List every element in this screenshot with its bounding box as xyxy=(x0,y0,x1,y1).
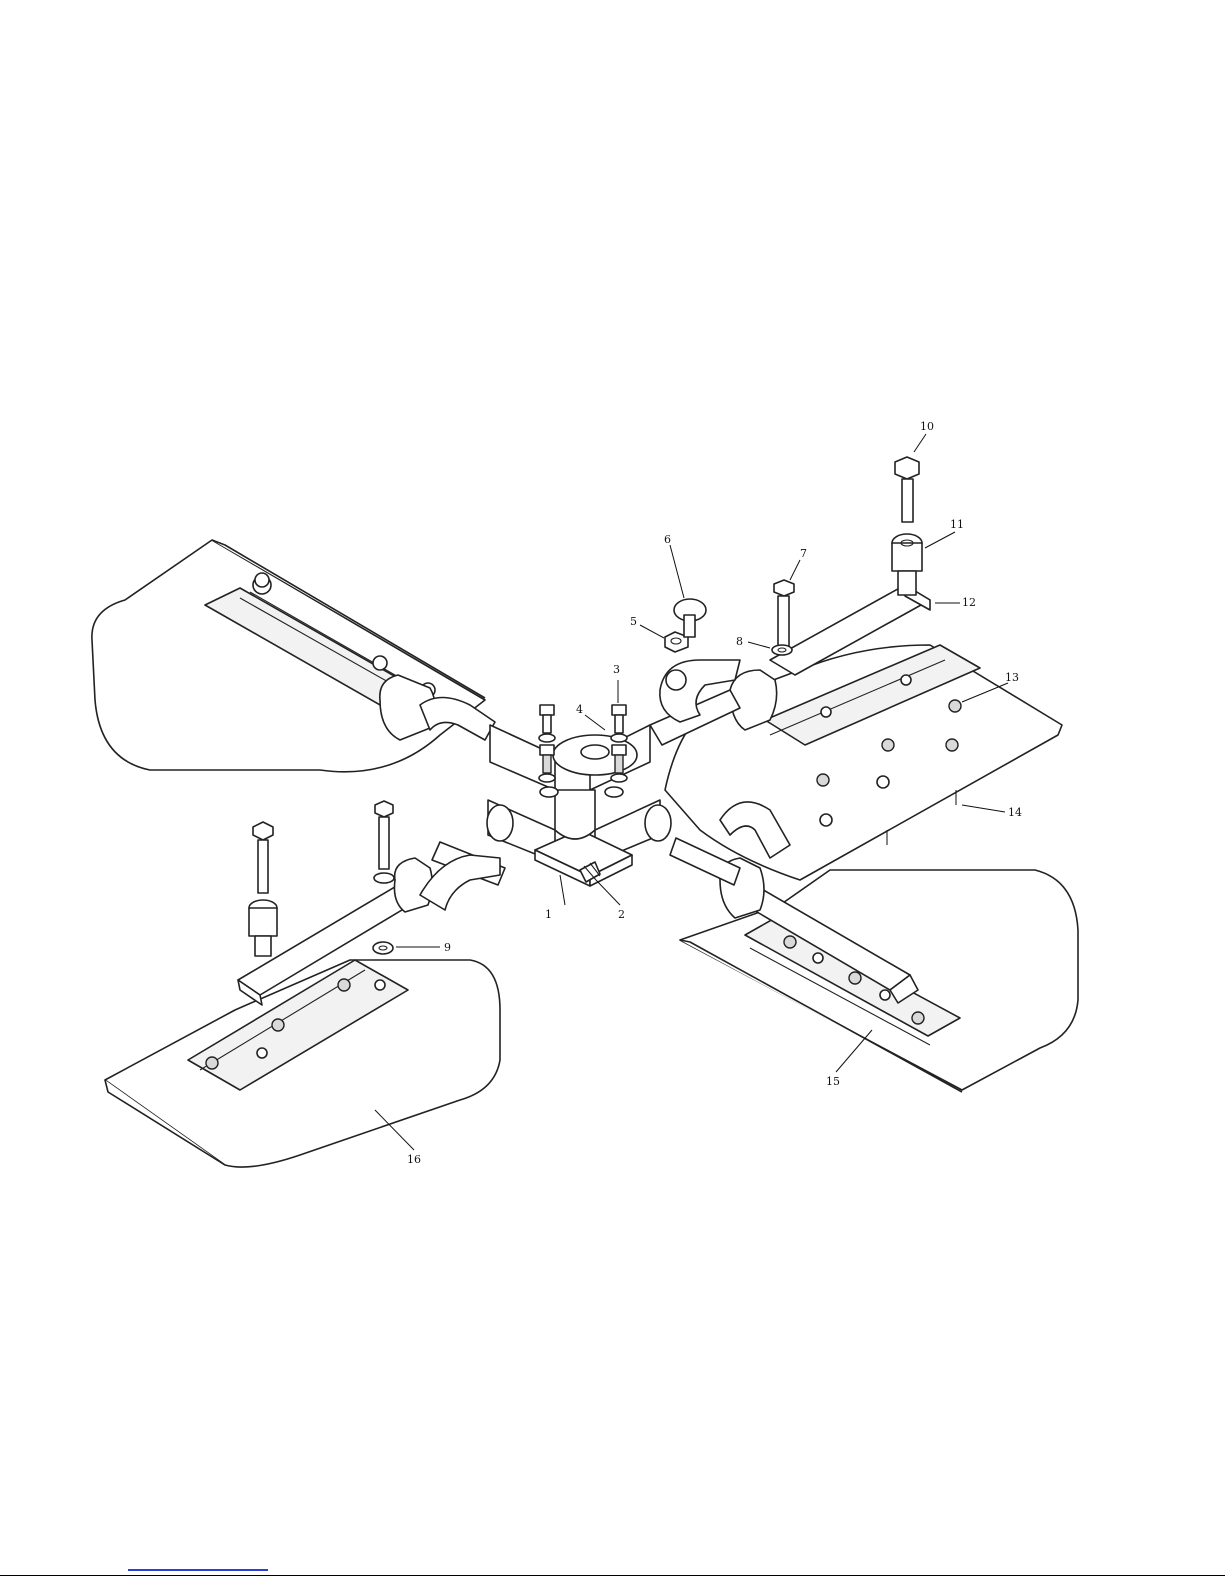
callout-7: 7 xyxy=(800,547,807,560)
callout-5: 5 xyxy=(630,615,637,628)
callout-4: 4 xyxy=(576,703,583,716)
part-6-carriage-bolt xyxy=(674,599,706,637)
footer-rule xyxy=(0,1575,1225,1576)
callout-11: 11 xyxy=(950,518,964,531)
callout-2: 2 xyxy=(618,908,625,921)
part-11-sleeve xyxy=(892,534,922,595)
part-8-washer xyxy=(772,645,792,655)
blade-upper-left xyxy=(92,540,485,772)
callout-13: 13 xyxy=(1005,671,1019,684)
part-10-bolt xyxy=(895,457,919,522)
blade-lower-left xyxy=(105,960,500,1167)
callout-1: 1 xyxy=(545,908,552,921)
part-9-washer xyxy=(373,942,393,954)
footer-link-underline[interactable] xyxy=(128,1569,268,1571)
callout-8: 8 xyxy=(736,635,743,648)
callout-3: 3 xyxy=(613,663,620,676)
callout-6: 6 xyxy=(664,533,671,546)
callout-16: 16 xyxy=(407,1153,421,1166)
callout-14: 14 xyxy=(1008,806,1022,819)
callout-10: 10 xyxy=(920,420,934,433)
callout-12: 12 xyxy=(962,596,976,609)
callout-15: 15 xyxy=(826,1075,840,1088)
central-hub xyxy=(487,725,671,886)
part-7-bolt xyxy=(774,580,794,652)
callout-9: 9 xyxy=(444,941,451,954)
